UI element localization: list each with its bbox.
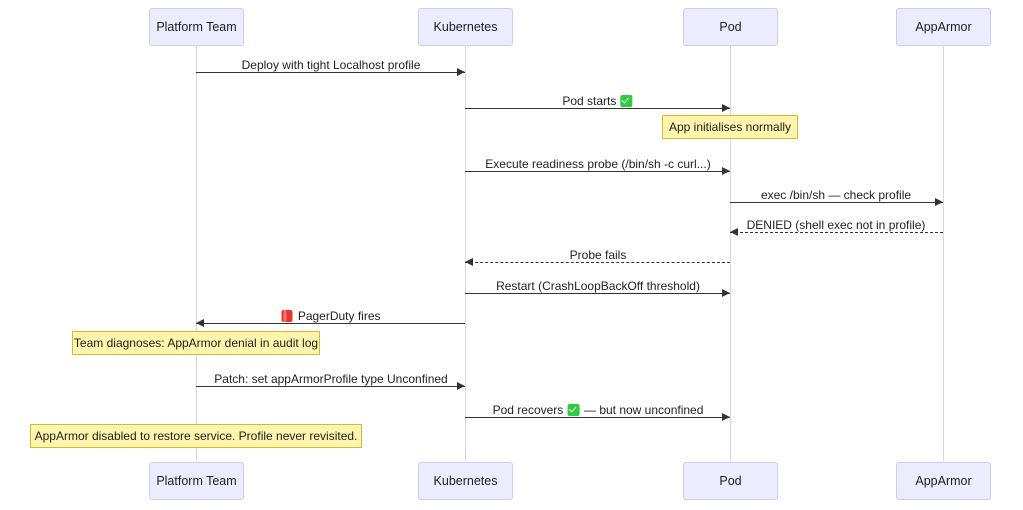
message-label-pod-starts: Pod starts — [562, 94, 633, 108]
participant-label: Pod — [719, 474, 742, 488]
message-label-exec-check-profile: exec /bin/sh — check profile — [760, 188, 912, 202]
message-text-before: Pod recovers — [492, 403, 564, 417]
arrowhead-left-icon — [730, 227, 738, 236]
participant-pod-top[interactable]: Pod — [683, 8, 778, 46]
white-check-mark-emoji — [567, 404, 580, 416]
participant-label: AppArmor — [915, 474, 972, 488]
arrowhead-left-icon — [196, 318, 204, 327]
message-line-denied-shell-exec — [730, 232, 943, 233]
message-line-exec-check-profile — [730, 202, 943, 203]
participant-apparmor-top[interactable]: AppArmor — [896, 8, 991, 46]
participant-platform-team-bottom[interactable]: Platform Team — [149, 462, 244, 500]
message-line-deploy-profile — [196, 72, 465, 73]
message-line-execute-readiness-probe — [465, 171, 730, 172]
message-text: PagerDuty fires — [297, 309, 381, 323]
message-line-pod-recovers — [465, 417, 730, 418]
message-line-probe-fails — [465, 262, 730, 263]
message-label-deploy-profile: Deploy with tight Localhost profile — [241, 58, 421, 72]
participant-kubernetes-top[interactable]: Kubernetes — [418, 8, 513, 46]
message-label-pagerduty-fires: PagerDuty fires — [281, 309, 381, 323]
arrowhead-right-icon — [722, 103, 730, 112]
arrowhead-right-icon — [935, 197, 943, 206]
lifeline-platform-team — [196, 46, 197, 461]
participant-label: Pod — [719, 20, 742, 34]
message-line-restart-crashloop — [465, 293, 730, 294]
message-label-patch-unconfined: Patch: set appArmorProfile type Unconfin… — [214, 372, 448, 386]
note-text: Team diagnoses: AppArmor denial in audit… — [73, 336, 319, 350]
participant-apparmor-bottom[interactable]: AppArmor — [896, 462, 991, 500]
arrowhead-left-icon — [465, 257, 473, 266]
lifeline-pod — [730, 46, 731, 461]
participant-label: Kubernetes — [433, 474, 498, 488]
white-check-mark-emoji — [620, 95, 633, 107]
message-text-after: — but now unconfined — [583, 403, 704, 417]
lifeline-kubernetes — [465, 46, 466, 461]
arrowhead-right-icon — [722, 412, 730, 421]
note-apparmor-disabled: AppArmor disabled to restore service. Pr… — [30, 424, 362, 448]
message-line-pagerduty-fires — [196, 323, 465, 324]
note-app-initialises: App initialises normally — [662, 115, 798, 139]
message-label-probe-fails: Probe fails — [569, 248, 627, 262]
arrowhead-right-icon — [457, 381, 465, 390]
participant-platform-team-top[interactable]: Platform Team — [149, 8, 244, 46]
message-label-pod-recovers: Pod recovers — but now unconfined — [493, 403, 704, 417]
message-label-denied-shell-exec: DENIED (shell exec not in profile) — [746, 218, 926, 232]
arrowhead-right-icon — [722, 288, 730, 297]
participant-label: Platform Team — [156, 474, 237, 488]
note-text: App initialises normally — [668, 120, 792, 134]
participant-kubernetes-bottom[interactable]: Kubernetes — [418, 462, 513, 500]
note-team-diagnoses: Team diagnoses: AppArmor denial in audit… — [72, 331, 320, 355]
alert-emoji — [281, 310, 293, 322]
participant-label: Kubernetes — [433, 20, 498, 34]
message-text: Pod starts — [562, 94, 617, 108]
lifeline-apparmor — [943, 46, 944, 461]
participant-pod-bottom[interactable]: Pod — [683, 462, 778, 500]
message-line-pod-starts — [465, 108, 730, 109]
note-text: AppArmor disabled to restore service. Pr… — [34, 429, 358, 443]
arrowhead-right-icon — [722, 166, 730, 175]
message-label-execute-readiness-probe: Execute readiness probe (/bin/sh -c curl… — [485, 157, 711, 171]
participant-label: AppArmor — [915, 20, 972, 34]
message-label-restart-crashloop: Restart (CrashLoopBackOff threshold) — [496, 279, 700, 293]
arrowhead-right-icon — [457, 67, 465, 76]
participant-label: Platform Team — [156, 20, 237, 34]
message-line-patch-unconfined — [196, 386, 465, 387]
